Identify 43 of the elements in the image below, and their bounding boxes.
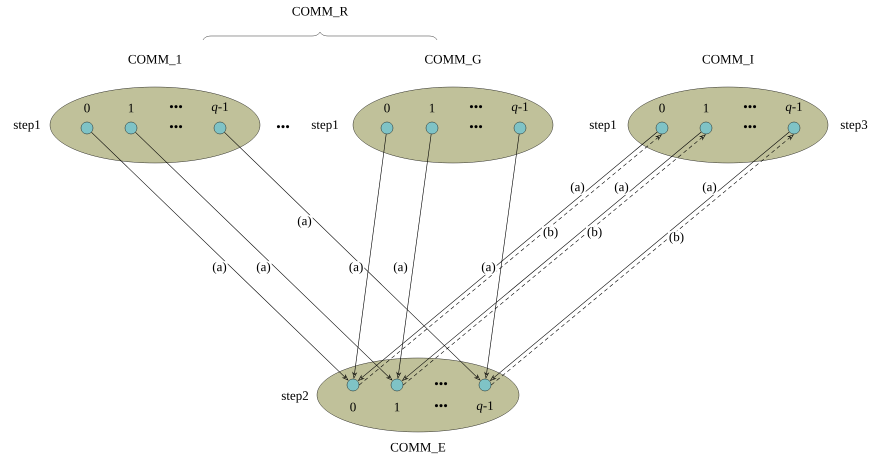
ellipsis: •••: [470, 105, 482, 108]
group-title: COMM_G: [425, 54, 482, 66]
index-label: q-1: [512, 102, 528, 114]
edge-label: (b): [542, 226, 560, 240]
edge-label: (a): [211, 261, 228, 275]
edge-label: (a): [348, 261, 364, 275]
edge-label: (a): [613, 181, 630, 195]
index-label: 0: [384, 104, 390, 112]
group-label: COMM_R: [292, 6, 348, 18]
group-title: COMM_1: [128, 54, 182, 66]
edge-label: (a): [480, 261, 497, 275]
edge-label: (a): [255, 261, 272, 275]
index-label: 1: [704, 104, 708, 112]
index-label: 1: [394, 402, 400, 412]
step-label: step3: [840, 120, 868, 132]
ellipsis: •••: [170, 105, 182, 108]
step-label: step2: [282, 391, 308, 403]
ellipsis: •••: [434, 404, 448, 408]
index-label: q-1: [212, 102, 228, 114]
edge-label: (a): [701, 181, 718, 195]
step-label: step1: [590, 120, 616, 132]
ellipsis: •••: [744, 125, 756, 128]
index-label: 1: [128, 104, 134, 112]
group-title: COMM_I: [702, 54, 754, 66]
group-title: COMM_E: [390, 442, 446, 454]
ellipsis: •••: [470, 125, 482, 128]
ellipsis: •••: [170, 125, 182, 128]
step-label: step1: [312, 120, 338, 132]
index-label: 0: [84, 104, 90, 112]
edge-label: (b): [586, 226, 604, 240]
index-label: 0: [350, 402, 356, 412]
edge-label: (a): [569, 181, 586, 195]
ellipsis: •••: [434, 382, 448, 386]
index-label: q-1: [476, 401, 493, 413]
edge-label: (a): [392, 261, 409, 275]
ellipsis: •••: [744, 105, 756, 108]
ellipsis: •••: [276, 125, 290, 128]
step-label: step1: [14, 120, 40, 132]
edge-label: (a): [296, 215, 313, 229]
edge-label: (b): [668, 231, 686, 245]
index-label: 1: [430, 104, 434, 112]
index-label: 0: [659, 104, 665, 112]
index-label: q-1: [786, 102, 802, 114]
